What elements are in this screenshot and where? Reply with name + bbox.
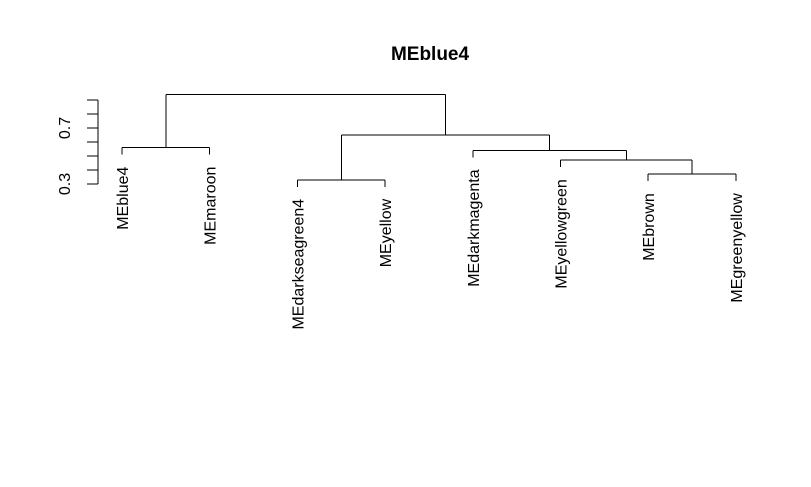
leaf-label: MEdarkseagreen4	[290, 199, 307, 330]
leaf-labels: MEblue4 MEmaroon MEdarkseagreen4 MEyellow ME…	[115, 167, 746, 330]
leaf-label: MEdarkmagenta	[466, 169, 483, 286]
leaf-label: MEyellow	[378, 198, 395, 267]
leaf-label: MEbrown	[641, 193, 658, 261]
leaf-label: MEmaroon	[203, 167, 220, 245]
dendrogram-branches	[121, 93, 737, 187]
y-axis: 0.3 0.7	[57, 99, 99, 195]
leaf-label: MEyellowgreen	[554, 179, 571, 288]
y-tick-label: 0.3	[57, 173, 74, 195]
leaf-label: MEgreenyellow	[729, 193, 746, 303]
y-tick-label: 0.7	[57, 117, 74, 139]
chart-title: MEblue4	[391, 44, 470, 65]
leaf-label: MEblue4	[115, 167, 132, 230]
